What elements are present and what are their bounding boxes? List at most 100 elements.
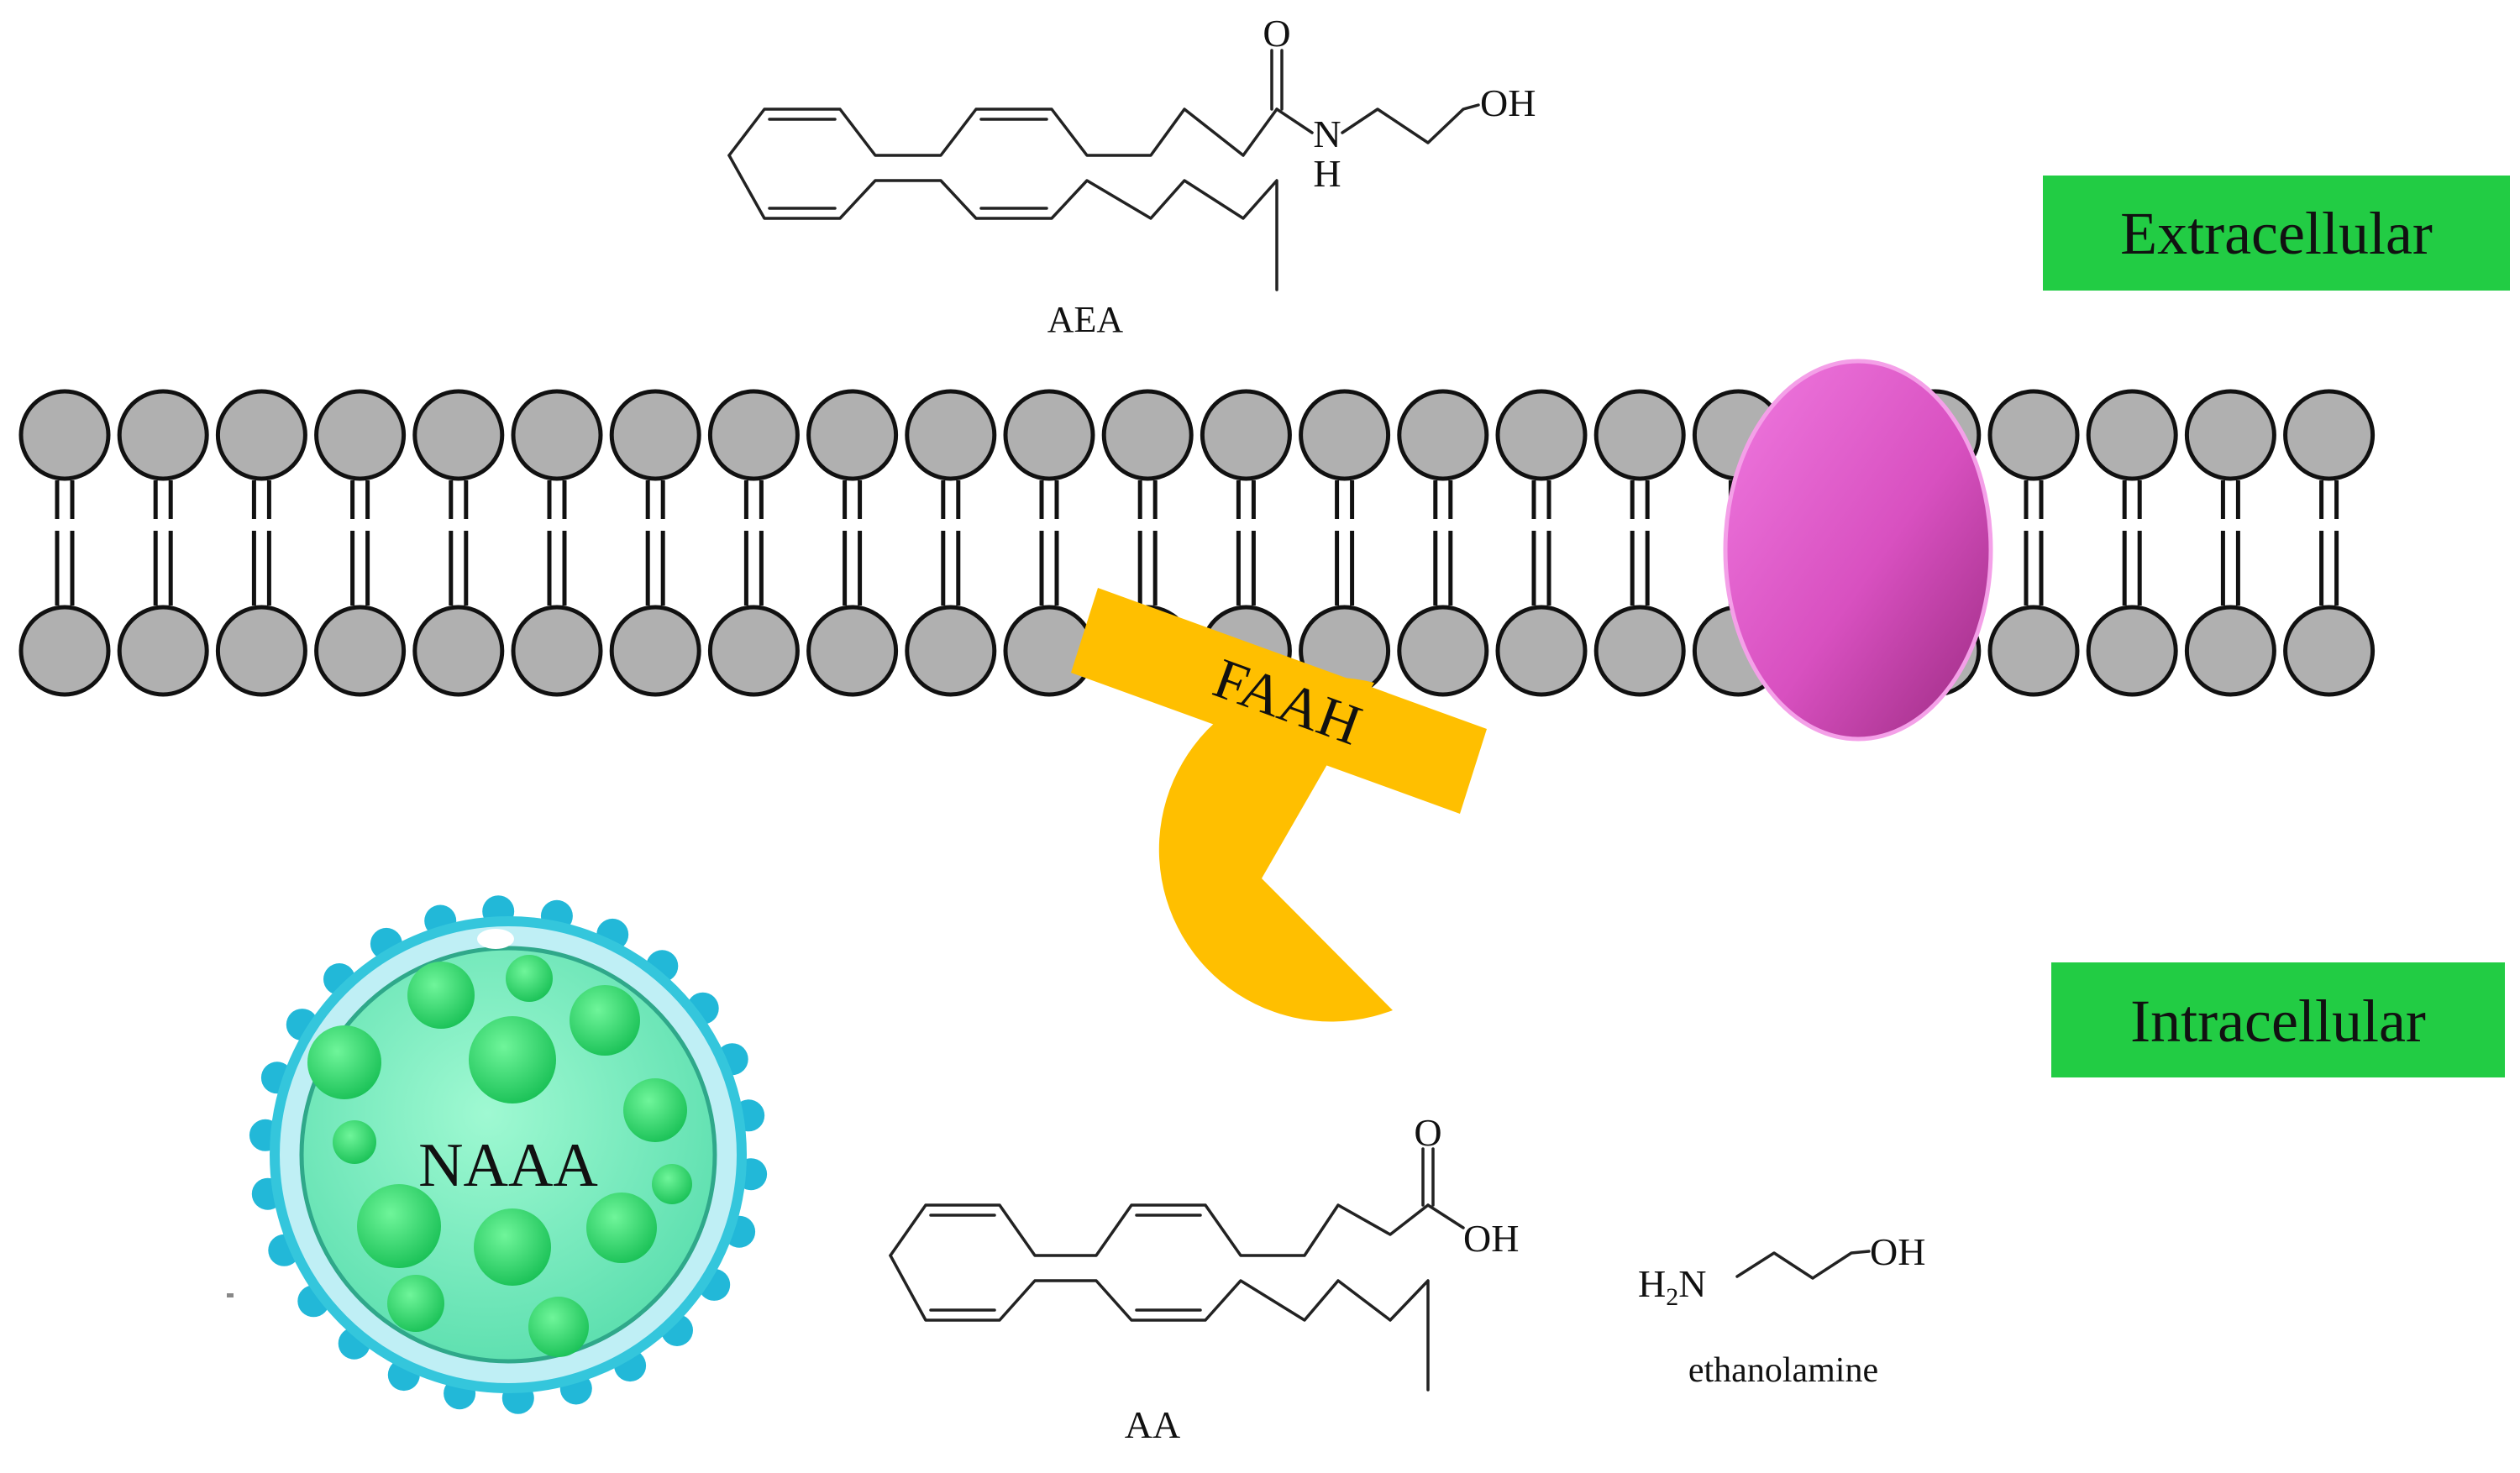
naaa-granule [387,1275,444,1332]
naaa-granule [407,962,475,1029]
lipid-head-outer [1003,389,1095,481]
phospholipid [806,389,899,697]
lipid-head-outer [2283,389,2376,481]
lipid-head-outer [609,389,701,481]
lipid-head-inner [905,605,997,697]
naaa-highlight [477,929,514,949]
lipid-head-outer [806,389,899,481]
aa-hydroxyl-label: OH [1463,1217,1519,1260]
naaa-granule [570,985,640,1056]
receptor-protein [1723,359,1993,742]
phospholipid [1593,389,1686,697]
phospholipid [511,389,603,697]
aea-amide-bond [1275,107,1314,134]
lipid-head-inner [1593,605,1686,697]
lipid-head-inner [215,605,307,697]
phospholipid [117,389,209,697]
faah-enzyme: FAAH [1071,588,1487,1022]
aea-oxygen-label: O [1263,12,1290,55]
aea-hydroxyl-label: OH [1480,81,1536,124]
lipid-head-inner [806,605,899,697]
extracellular-label: Extracellular [2043,176,2510,291]
ethanolamine-amine-n: N [1678,1262,1706,1305]
lipid-head-inner [18,605,111,697]
lipid-head-outer [905,389,997,481]
lipid-head-outer [707,389,800,481]
lipid-head-outer [412,389,505,481]
aea-upper-chain [727,107,1278,157]
aea-nitrogen-label: N [1313,113,1341,155]
phospholipid [1299,389,1391,697]
lipid-head-inner [609,605,701,697]
phospholipid [215,389,307,697]
stray-mark [227,1293,234,1297]
faah-membrane-anchor [1071,588,1487,814]
naaa-granule [506,955,553,1002]
naaa-label: NAAA [418,1131,598,1200]
aa-upper-chain [889,1203,1430,1257]
naaa-granule [307,1025,381,1099]
phospholipid [2283,389,2376,697]
phospholipid [707,389,800,697]
lipid-head-outer [511,389,603,481]
lipid-head-outer [215,389,307,481]
faah-catalytic-domain [1158,677,1393,1022]
ethanolamine-amine-label: H2N [1638,1262,1706,1311]
lipid-head-outer [1593,389,1686,481]
aea-molecule [727,49,1480,291]
lipid-head-outer [1200,389,1292,481]
phospholipid [1987,389,2080,697]
aa-oxygen-label: O [1414,1111,1441,1154]
naaa-lysosome: NAAA [249,895,768,1414]
aea-ethanol-chain [1341,103,1480,144]
ethanolamine-hydroxyl-label: OH [1870,1230,1925,1273]
lipid-head-outer [314,389,407,481]
lipid-head-inner [2086,605,2178,697]
lipid-head-outer [18,389,111,481]
aea-lower-chain [727,154,1278,291]
ethanolamine-chain [1735,1250,1871,1280]
lipid-head-inner [707,605,800,697]
extracellular-box [2043,176,2510,291]
aa-lower-chain [889,1254,1430,1392]
lipid-head-inner [2283,605,2376,697]
aa-carbonyl [1421,1147,1435,1207]
lipid-head-outer [2086,389,2178,481]
lipid-head-outer [1397,389,1489,481]
intracellular-box [2051,962,2505,1077]
naaa-granule [474,1208,551,1286]
phospholipid [314,389,407,697]
phospholipid [2184,389,2276,697]
lipid-head-inner [117,605,209,697]
intracellular-text: Intracellular [2130,988,2426,1055]
lipid-head-inner [314,605,407,697]
ethanolamine-amine-h: H [1638,1262,1666,1305]
aa-molecule [889,1147,1465,1392]
intracellular-label: Intracellular [2051,962,2505,1077]
naaa-granule [586,1193,657,1263]
phospholipid [2086,389,2178,697]
naaa-granule [623,1078,687,1142]
lipid-head-outer [117,389,209,481]
lipid-head-outer [2184,389,2276,481]
naaa-granule [469,1016,556,1103]
lipid-head-outer [1495,389,1588,481]
lipid-head-inner [1397,605,1489,697]
lipid-head-outer [1101,389,1194,481]
lipid-head-inner [1987,605,2080,697]
lipid-head-inner [412,605,505,697]
naaa-granule [333,1120,376,1164]
ethanolamine-amine-subscript: 2 [1666,1283,1678,1311]
phospholipid [18,389,111,697]
naaa-granule [652,1164,692,1204]
ethanolamine-name-label: ethanolamine [1688,1351,1878,1390]
aea-hydrogen-label: H [1313,152,1341,195]
ethanolamine-molecule: H2N OH ethanolamine [1638,1230,1925,1390]
lipid-head-outer [1987,389,2080,481]
phospholipid [609,389,701,697]
naaa-granule [528,1297,589,1357]
aea-name-label: AEA [1047,299,1124,340]
aea-atoms: O N H OH AEA [1047,12,1536,340]
lipid-head-outer [1299,389,1391,481]
lipid-head-inner [511,605,603,697]
